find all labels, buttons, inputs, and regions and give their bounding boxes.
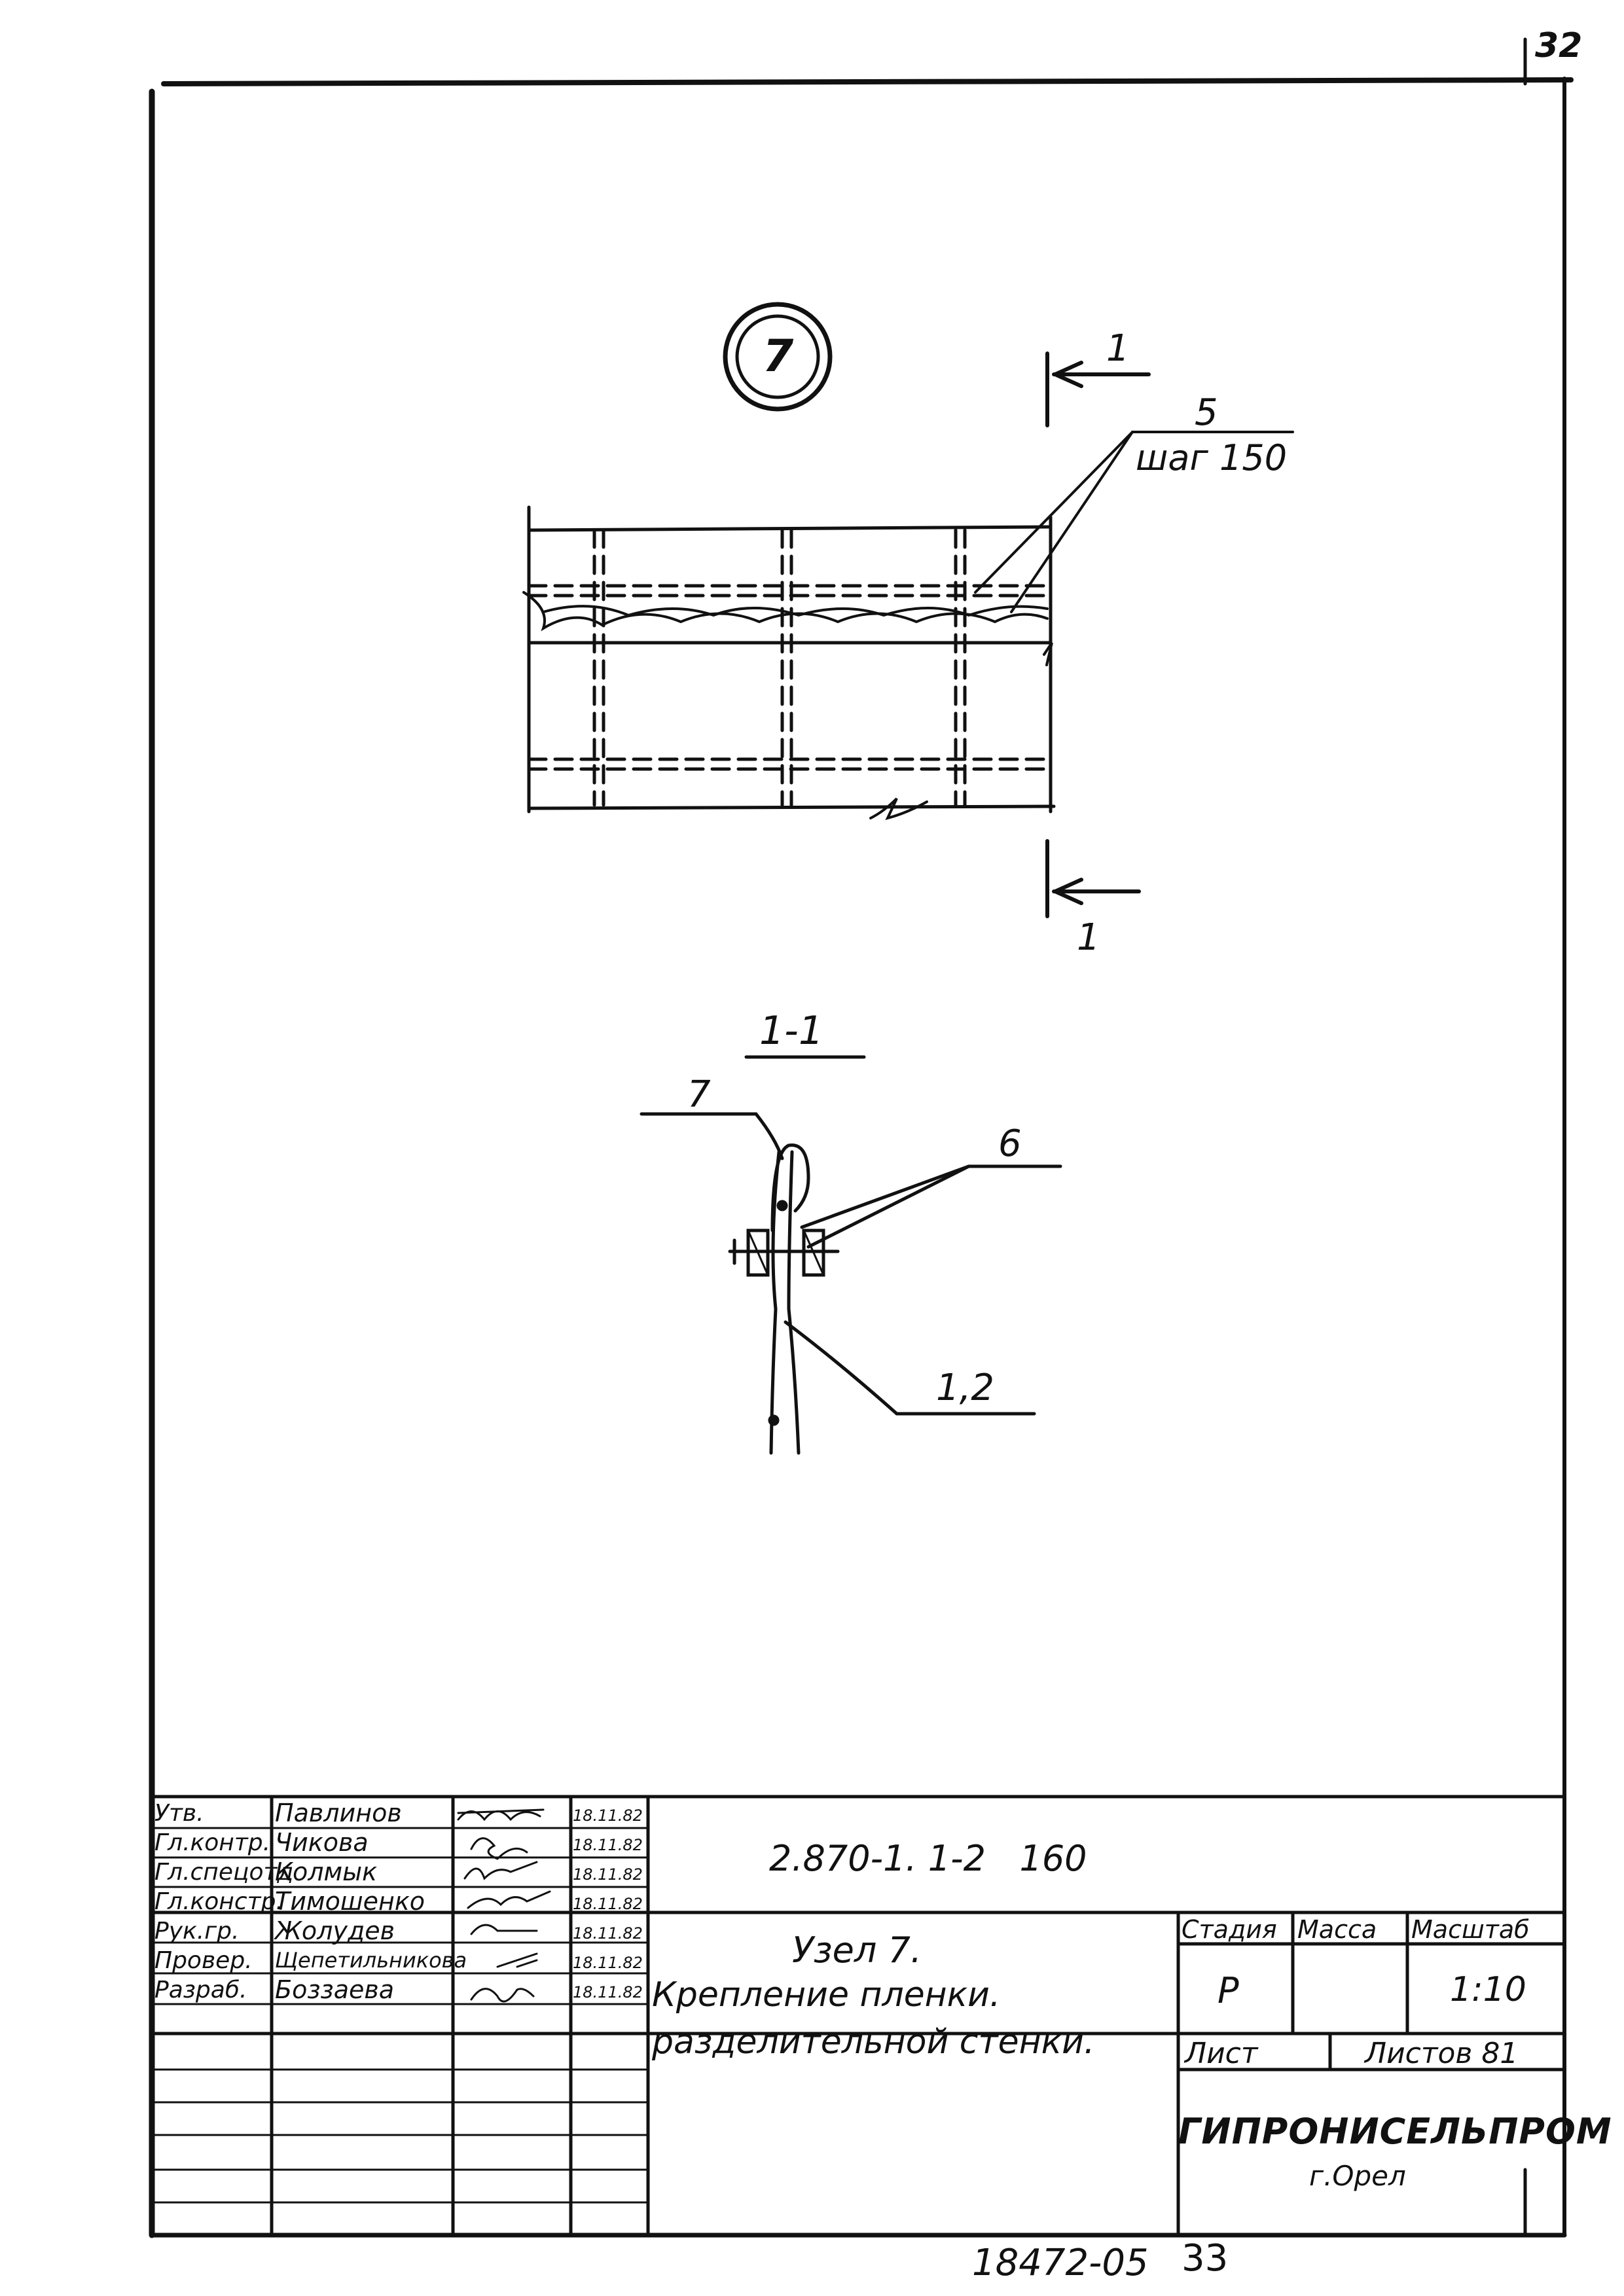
role-7: Разраб. xyxy=(154,1977,247,2003)
name-1: Павлинов xyxy=(275,1799,402,1827)
node-number-label: 7 xyxy=(763,331,794,382)
stage-value: Р xyxy=(1218,1970,1239,2011)
mass-header: Масса xyxy=(1297,1915,1377,1944)
date-1: 18.11.82 xyxy=(573,1806,643,1825)
role-5: Рук.гр. xyxy=(154,1918,240,1945)
node-marker-inner xyxy=(735,314,820,399)
name-7: Боззаева xyxy=(275,1975,395,2004)
title-block-grid xyxy=(150,1795,1566,2237)
organization-name: ГИПРОНИСЕЛЬПРОМ xyxy=(1178,2111,1612,2152)
date-4: 18.11.82 xyxy=(573,1895,643,1913)
name-6: Щепетильникова xyxy=(275,1948,467,1973)
callout-7: 7 xyxy=(687,1073,711,1116)
name-5: Жолудев xyxy=(275,1916,395,1945)
date-2: 18.11.82 xyxy=(573,1836,643,1854)
role-6: Провер. xyxy=(154,1947,253,1974)
date-list: 18.11.82 18.11.82 18.11.82 18.11.82 18.1… xyxy=(573,1801,643,2007)
section-1-1-view xyxy=(640,1112,1062,1455)
section-cut-marks xyxy=(1045,351,1151,918)
organization-city: г.Орел xyxy=(1309,2160,1406,2192)
section-title: 1-1 xyxy=(759,1008,823,1054)
date-7: 18.11.82 xyxy=(573,1983,643,2001)
callout-5: 5 xyxy=(1195,391,1218,434)
archive-number: 18472-05 xyxy=(972,2242,1149,2284)
scale-value: 1:10 xyxy=(1450,1970,1526,2009)
sheets-label: Листов 81 xyxy=(1365,2037,1519,2070)
name-4: Тимошенко xyxy=(275,1887,425,1916)
role-1: Утв. xyxy=(154,1800,204,1827)
date-3: 18.11.82 xyxy=(573,1865,643,1884)
role-2: Гл.контр. xyxy=(154,1829,271,1856)
stage-header: Стадия xyxy=(1182,1915,1277,1944)
name-2: Чикова xyxy=(275,1828,369,1857)
role-4: Гл.констр. xyxy=(154,1888,283,1915)
document-code: 2.870-1. 1-2 160 xyxy=(769,1838,1087,1879)
name-list: Павлинов Чикова Колмык Тимошенко Жолудев… xyxy=(275,1799,467,2005)
sheet-corner-number: 32 xyxy=(1535,26,1583,65)
name-3: Колмык xyxy=(275,1857,378,1886)
plan-view xyxy=(522,505,1056,821)
role-list: Утв. Гл.контр. Гл.спецотд Гл.констр. Рук… xyxy=(154,1799,293,2005)
callout-6: 6 xyxy=(998,1122,1022,1165)
title-line-2: Крепление пленки. xyxy=(652,1975,1001,2015)
section-mark-top: 1 xyxy=(1106,327,1130,370)
role-3: Гл.спецотд xyxy=(154,1859,294,1886)
title-line-1: Узел 7. xyxy=(792,1929,922,1971)
scale-header: Масштаб xyxy=(1411,1915,1530,1944)
signatures xyxy=(457,1808,551,2003)
date-5: 18.11.82 xyxy=(573,1924,643,1943)
title-line-3: разделительной стенки. xyxy=(652,2022,1095,2062)
callout-1-2: 1,2 xyxy=(936,1367,995,1409)
section-mark-bottom: 1 xyxy=(1077,916,1100,959)
callout-5-note: шаг 150 xyxy=(1136,437,1288,478)
sheet-label: Лист xyxy=(1185,2037,1258,2070)
date-6: 18.11.82 xyxy=(573,1954,643,1972)
page-number: 33 xyxy=(1182,2237,1229,2280)
node-marker-outer xyxy=(723,302,833,412)
